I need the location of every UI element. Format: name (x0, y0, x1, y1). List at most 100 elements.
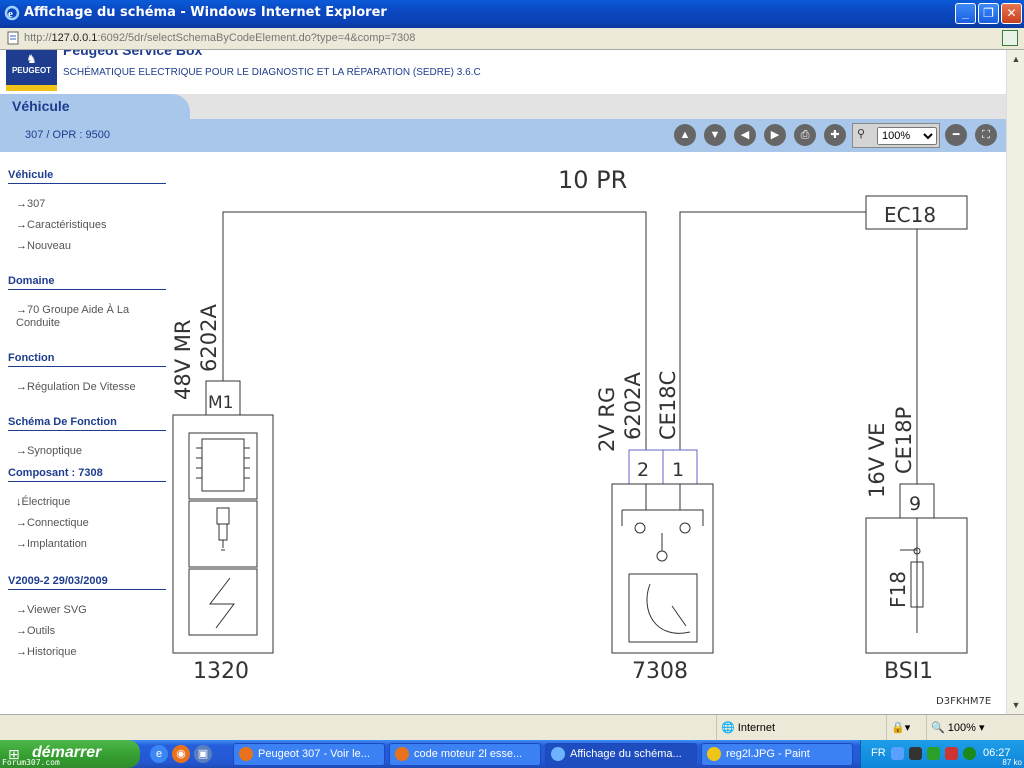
print-icon[interactable]: ⎙ (794, 124, 816, 146)
component-1320-ic-cell (188, 432, 258, 500)
status-zoom[interactable]: 🔍 100% ▾ (926, 715, 1006, 741)
security-zone: 🌐 Internet (716, 715, 886, 741)
sidebar-section-domaine: Domaine (8, 275, 166, 290)
tray-network-icon[interactable] (909, 747, 922, 760)
fit-screen-icon[interactable]: ⛶ (975, 124, 997, 146)
switch-contact (621, 484, 704, 526)
ec18-label: EC18 (884, 203, 936, 227)
switch-pivot (656, 550, 668, 562)
comp-1320-label: 1320 (193, 659, 249, 684)
sidebar-section-version: V2009-2 29/03/2009 (8, 575, 166, 590)
breadcrumb: 307 / OPR : 9500 (25, 129, 110, 141)
sidebar-item-307[interactable]: →307 (16, 198, 46, 210)
sidebar-item-regulation[interactable]: →Régulation De Vitesse (16, 381, 136, 393)
arrow-down-icon[interactable]: ▼ (704, 124, 726, 146)
status-bar: 🌐 Internet 🔒▾ 🔍 100% ▾ (0, 714, 1024, 741)
ie-icon: e (4, 5, 20, 21)
m1-label: M1 (208, 393, 233, 413)
explorer-quicklaunch-icon[interactable]: ▣ (194, 745, 212, 763)
minimize-button[interactable]: _ (955, 3, 976, 24)
paint-icon (707, 747, 721, 761)
right-wire-label-1: 16V VE (865, 423, 889, 498)
taskbar: ⊞ démarrer Forum307.com e ◉ ▣ Peugeot 30… (0, 740, 1024, 768)
pin-2-label: 2 (637, 459, 649, 481)
pedal-icon (646, 583, 691, 634)
tray-app-icon[interactable] (945, 747, 958, 760)
sidebar-item-outils[interactable]: →Outils (16, 625, 56, 637)
language-indicator[interactable]: FR (871, 747, 886, 759)
sidebar-item-caracteristiques[interactable]: →Caractéristiques (16, 219, 107, 231)
fuse-label: F18 (886, 571, 910, 608)
zoom-out-icon[interactable]: ━ (945, 124, 967, 146)
task-paint[interactable]: reg2l.JPG - Paint (701, 743, 853, 766)
task-peugeot-307[interactable]: Peugeot 307 - Voir le... (233, 743, 385, 766)
task-code-moteur[interactable]: code moteur 2l esse... (389, 743, 541, 766)
firefox-quicklaunch-icon[interactable]: ◉ (172, 745, 190, 763)
component-1320-power-cell (188, 568, 258, 636)
sidebar-item-groupe-aide[interactable]: →70 Groupe Aide À La Conduite (16, 304, 130, 329)
comp-bsi-label: BSI1 (884, 659, 933, 684)
pin-9-label: 9 (909, 493, 921, 515)
sidebar-section-fonction: Fonction (8, 352, 166, 367)
tab-bar: Véhicule (0, 94, 1006, 119)
svg-text:e: e (8, 8, 13, 20)
component-1320-box (172, 414, 274, 654)
zoom-in-icon[interactable]: ✚ (824, 124, 846, 146)
close-button[interactable]: ✕ (1001, 3, 1022, 24)
firefox-icon (239, 747, 253, 761)
comp-7308-label: 7308 (632, 659, 688, 684)
address-url[interactable]: http://127.0.0.1:6092/5dr/selectSchemaBy… (24, 32, 416, 44)
sidebar-item-electrique[interactable]: ↓Électrique (16, 496, 71, 508)
magnifier-icon: ⚲ (857, 128, 866, 140)
browser-window: e Affichage du schéma - Windows Internet… (0, 0, 1024, 741)
switch-terminal-right (679, 522, 691, 534)
address-bar[interactable]: http://127.0.0.1:6092/5dr/selectSchemaBy… (0, 28, 1024, 50)
peugeot-logo: ♞PEUGEOT (6, 50, 57, 85)
refresh-icon[interactable] (1002, 30, 1018, 46)
maximize-button[interactable]: ❐ (978, 3, 999, 24)
system-tray: FR 06:27 87 ko (860, 740, 1024, 768)
arrow-up-icon[interactable]: ▲ (674, 124, 696, 146)
tab-vehicule[interactable]: Véhicule (0, 94, 190, 119)
file-size-overlay: 87 ko (1002, 758, 1022, 767)
lightning-icon (208, 577, 235, 629)
ie-quicklaunch-icon[interactable]: e (150, 745, 168, 763)
ic-pins (196, 447, 250, 479)
arrow-right-icon[interactable]: ▶ (764, 124, 786, 146)
sidebar-item-viewer-svg[interactable]: →Viewer SVG (16, 604, 87, 616)
start-button[interactable]: ⊞ démarrer Forum307.com (0, 740, 140, 768)
sidebar-item-nouveau[interactable]: →Nouveau (16, 240, 72, 252)
component-7308-box (611, 483, 714, 654)
sidebar: Véhicule →307 →Caractéristiques →Nouveau… (0, 152, 170, 712)
task-affichage-schema[interactable]: Affichage du schéma... (545, 743, 697, 766)
sidebar-item-implantation[interactable]: →Implantation (16, 538, 87, 550)
clock: 06:27 (983, 747, 1011, 759)
scroll-up-icon[interactable]: ▲ (1011, 54, 1021, 64)
protected-mode-icon[interactable]: 🔒▾ (886, 715, 926, 741)
fuse-node (913, 547, 921, 555)
sidebar-item-connectique[interactable]: →Connectique (16, 517, 89, 529)
injector-icon (216, 507, 230, 551)
zoom-select[interactable]: 100% (877, 127, 937, 145)
fuse-symbol (910, 561, 924, 608)
wire-ce18c (679, 211, 866, 450)
pin-1-label: 1 (672, 459, 684, 481)
tray-arrow-icon[interactable] (891, 747, 904, 760)
vertical-scrollbar[interactable]: ▲ ▼ (1006, 50, 1024, 714)
wire-label-top: 10 PR (558, 166, 627, 194)
arrow-left-icon[interactable]: ◀ (734, 124, 756, 146)
sidebar-item-historique[interactable]: →Historique (16, 646, 77, 658)
right-wire-label-2: CE18P (892, 407, 916, 474)
sidebar-item-synoptique[interactable]: →Synoptique (16, 445, 83, 457)
sidebar-section-schema: Schéma De Fonction (8, 416, 166, 431)
scroll-down-icon[interactable]: ▼ (1011, 700, 1021, 710)
toolbar: 307 / OPR : 9500 ▲ ▼ ◀ ▶ ⎙ ✚ ⚲ 100% ━ ⛶ (0, 119, 1006, 152)
component-1320-sensor-cell (188, 500, 258, 568)
ref-code: D3FKHM7E (936, 696, 991, 707)
tray-status-icon[interactable] (963, 747, 976, 760)
mid-wire-label-2: 6202A (621, 372, 645, 440)
title-bar: e Affichage du schéma - Windows Internet… (0, 0, 1024, 28)
mid-wire-label-1: 2V RG (595, 387, 619, 452)
wire-6202A (222, 211, 647, 450)
tray-security-icon[interactable] (927, 747, 940, 760)
